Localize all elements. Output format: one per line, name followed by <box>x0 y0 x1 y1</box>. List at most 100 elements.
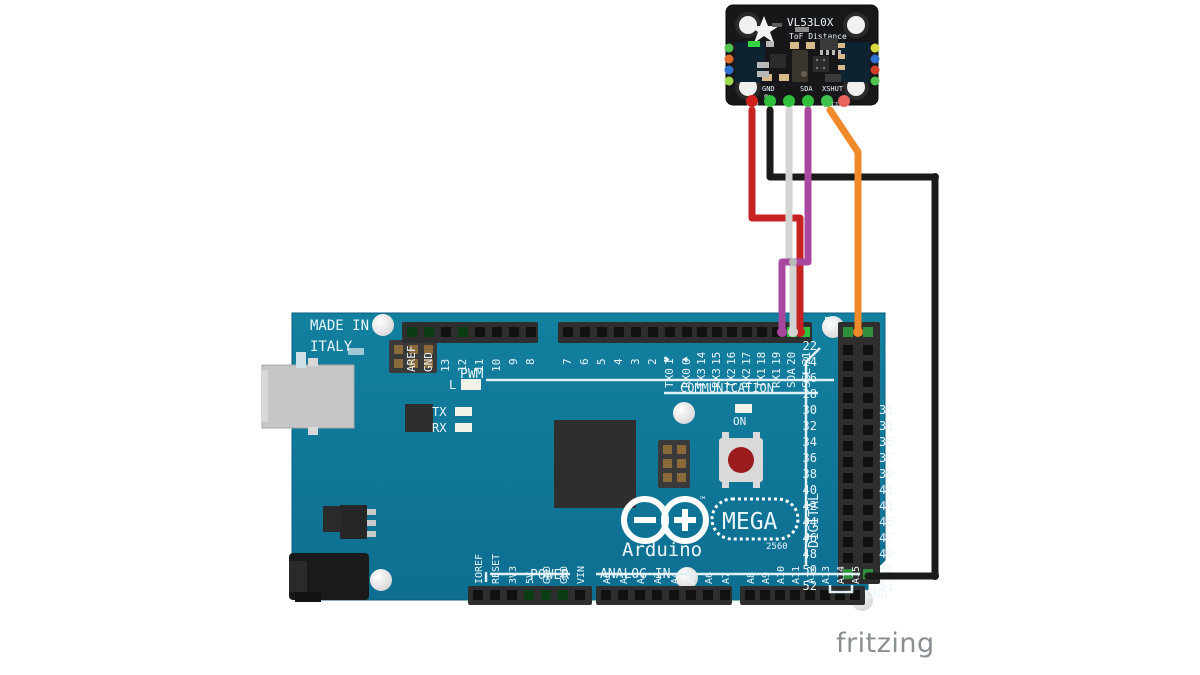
svg-text:A4: A4 <box>670 572 681 584</box>
reset-button[interactable] <box>719 432 763 488</box>
svg-text:45: 45 <box>879 515 893 529</box>
pin-labels-8-13: AREF GND 13 12 11 10 9 8 <box>405 346 537 373</box>
svg-text:VIN: VIN <box>576 566 587 584</box>
svg-text:44: 44 <box>803 515 817 529</box>
svg-text:1: 1 <box>663 358 676 365</box>
svg-text:39: 39 <box>879 467 893 481</box>
sensor-header-pins[interactable] <box>746 95 850 107</box>
ic-chip <box>820 38 838 50</box>
svg-text:53: 53 <box>879 579 893 593</box>
sensor-right-pads <box>870 43 880 86</box>
mounting-hole <box>673 402 695 424</box>
smd-component <box>323 506 341 532</box>
header-digital-22-53[interactable] <box>838 322 880 584</box>
svg-text:4: 4 <box>612 358 625 365</box>
svg-text:5: 5 <box>595 358 608 365</box>
svg-text:A2: A2 <box>636 572 647 584</box>
svg-text:36: 36 <box>803 451 817 465</box>
svg-text:0: 0 <box>680 358 693 365</box>
smd-ic <box>813 56 829 72</box>
svg-text:50: 50 <box>803 563 817 577</box>
analog-in-label: ANALOG IN <box>600 567 670 582</box>
svg-text:GND: GND <box>422 352 435 372</box>
svg-text:22: 22 <box>803 339 817 353</box>
svg-text:A3: A3 <box>653 572 664 584</box>
communication-label: COMMUNICATION <box>680 381 774 395</box>
svg-text:A1: A1 <box>619 572 630 584</box>
svg-text:7: 7 <box>561 358 574 365</box>
svg-text:IOREF: IOREF <box>474 554 485 584</box>
svg-text:A8: A8 <box>746 572 757 584</box>
svg-text:A11: A11 <box>791 566 802 584</box>
fritzing-watermark: fritzing <box>836 628 935 659</box>
resistor <box>762 74 772 81</box>
smd-pad <box>757 71 769 77</box>
svg-text:™: ™ <box>699 496 705 506</box>
svg-text:24: 24 <box>803 355 817 369</box>
usb-connector <box>261 358 355 435</box>
microcontroller-chip <box>554 420 636 508</box>
svg-text:12: 12 <box>456 359 469 372</box>
svg-text:5V: 5V <box>525 572 536 584</box>
svg-text:10: 10 <box>490 359 503 372</box>
digital-even-labels: 22 24 26 28 30 32 34 36 38 40 42 44 46 4… <box>803 339 817 593</box>
svg-text:11: 11 <box>473 359 486 372</box>
header-analog-a8-a15[interactable] <box>740 586 865 605</box>
wire-sda-white[interactable] <box>785 106 797 336</box>
smd-pad <box>348 348 364 355</box>
svg-text:49: 49 <box>879 547 893 561</box>
mega-model-number: 2560 <box>766 542 788 552</box>
svg-text:A5: A5 <box>687 572 698 584</box>
wire-vin-red[interactable] <box>748 106 804 336</box>
svg-text:GND: GND <box>559 566 570 584</box>
pwm-label: PWM <box>460 367 484 382</box>
svg-text:TX1: TX1 <box>755 368 768 388</box>
smd-pad <box>772 23 782 27</box>
header-digital-8-13[interactable] <box>402 322 538 343</box>
sensor-pin-sda: SDA <box>800 85 813 93</box>
svg-text:46: 46 <box>803 531 817 545</box>
resistor <box>779 74 789 81</box>
wire-junctions <box>777 173 939 580</box>
sensor-title: VL53L0X <box>787 16 834 29</box>
svg-text:A9: A9 <box>761 572 772 584</box>
digital-label: DIGITAL <box>807 493 822 548</box>
header-analog-a0-a7[interactable] <box>596 586 732 605</box>
power-label: POWER <box>530 568 569 583</box>
tx0-label: TX0 <box>663 368 676 388</box>
vl53l0x-sensor-board[interactable]: VL53L0X ToF Distance <box>724 4 880 109</box>
analog-a8-a15-labels: A8 A9 A10 A11 A12 A13 A14 A15 <box>746 566 862 584</box>
mounting-hole <box>676 567 698 589</box>
gnd-bottom-label: GND <box>866 587 888 601</box>
5v-top-label: 5V <box>824 315 838 328</box>
svg-text:♥: ♥ <box>663 356 673 362</box>
svg-text:32: 32 <box>803 419 817 433</box>
header-power[interactable] <box>468 586 592 605</box>
usb-interface-chip <box>405 404 433 432</box>
pin-labels-14-21: 14 15 16 17 18 19 20 21 TX3 RX3 TX2 RX2 … <box>695 351 813 388</box>
svg-text:AREF: AREF <box>405 346 418 373</box>
icsp-header-top <box>389 340 437 373</box>
resistor <box>790 42 799 49</box>
svg-text:40: 40 <box>803 483 817 497</box>
sensor-left-pads <box>724 43 734 86</box>
power-pin-labels: IOREF RESET 3V3 5V GND GND VIN <box>474 554 587 584</box>
ic-pin-row <box>820 50 841 55</box>
svg-text:35: 35 <box>879 435 893 449</box>
svg-text:52: 52 <box>803 579 817 593</box>
svg-text:3V3: 3V3 <box>508 566 519 584</box>
l-led-label: L <box>449 378 456 392</box>
tx-led <box>455 407 472 416</box>
svg-text:37: 37 <box>879 451 893 465</box>
smd-pad <box>757 62 769 68</box>
arduino-mega-board[interactable]: MADE IN ITALY PWM COMMUNICATION POWER AN… <box>261 312 893 611</box>
svg-text:34: 34 <box>803 435 817 449</box>
svg-text:TX3: TX3 <box>695 368 708 388</box>
tx-label: TX <box>432 405 447 419</box>
svg-text:38: 38 <box>803 467 817 481</box>
header-digital-0-7[interactable] <box>558 322 694 343</box>
rx0-label: RX0 <box>680 368 693 388</box>
svg-text:RX1: RX1 <box>770 368 783 388</box>
wire-gpio-orange[interactable] <box>826 106 862 336</box>
